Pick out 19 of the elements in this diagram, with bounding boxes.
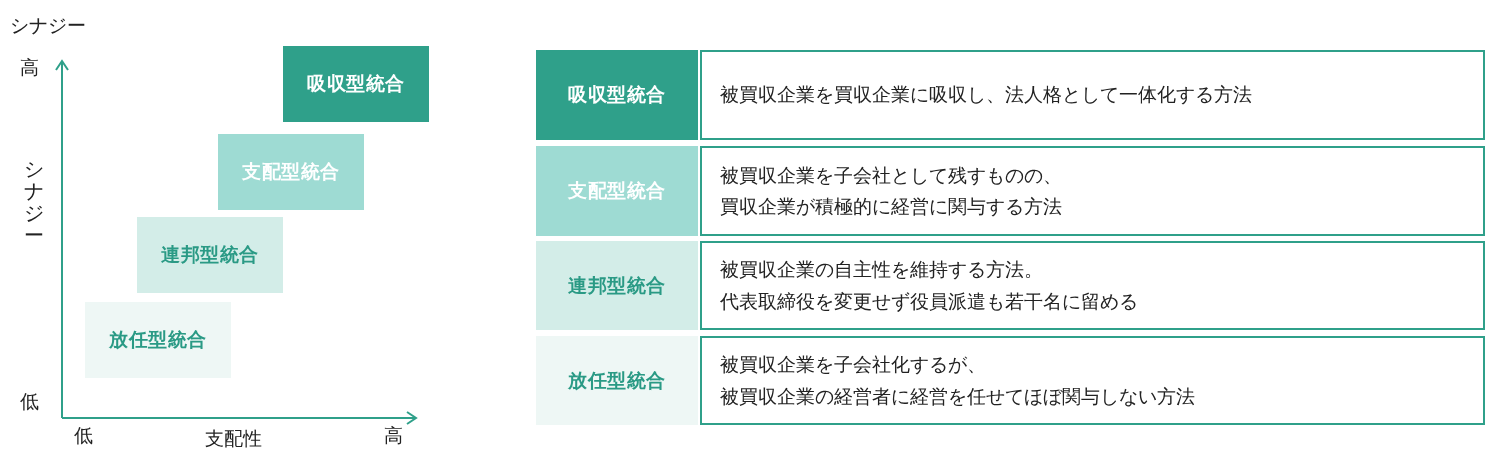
category-box: 支配型統合: [218, 134, 364, 210]
category-cell: 連邦型統合: [536, 241, 698, 330]
axis-label: 高: [384, 424, 403, 447]
description-cell: 被買収企業の自主性を維持する方法。代表取締役を変更せず役員派遣も若干名に留める: [700, 241, 1485, 330]
axis-label: 低: [20, 390, 39, 413]
category-box: 放任型統合: [85, 302, 231, 378]
axis-label: 高: [20, 56, 39, 79]
description-cell: 被買収企業を子会社化するが、被買収企業の経営者に経営を任せてほぼ関与しない方法: [700, 336, 1485, 425]
category-cell: 支配型統合: [536, 146, 698, 236]
category-cell: 吸収型統合: [536, 50, 698, 140]
category-cell: 放任型統合: [536, 336, 698, 425]
category-box: 吸収型統合: [283, 46, 429, 122]
axis-label: 低: [74, 424, 93, 447]
description-cell: 被買収企業を買収企業に吸収し、法人格として一体化する方法: [700, 50, 1485, 140]
axis-label: シナジー: [24, 158, 44, 246]
axis-label: シナジー: [10, 14, 86, 37]
axis-label: 支配性: [205, 427, 262, 450]
category-box: 連邦型統合: [137, 217, 283, 293]
description-cell: 被買収企業を子会社として残すものの、買収企業が積極的に経営に関与する方法: [700, 146, 1485, 236]
